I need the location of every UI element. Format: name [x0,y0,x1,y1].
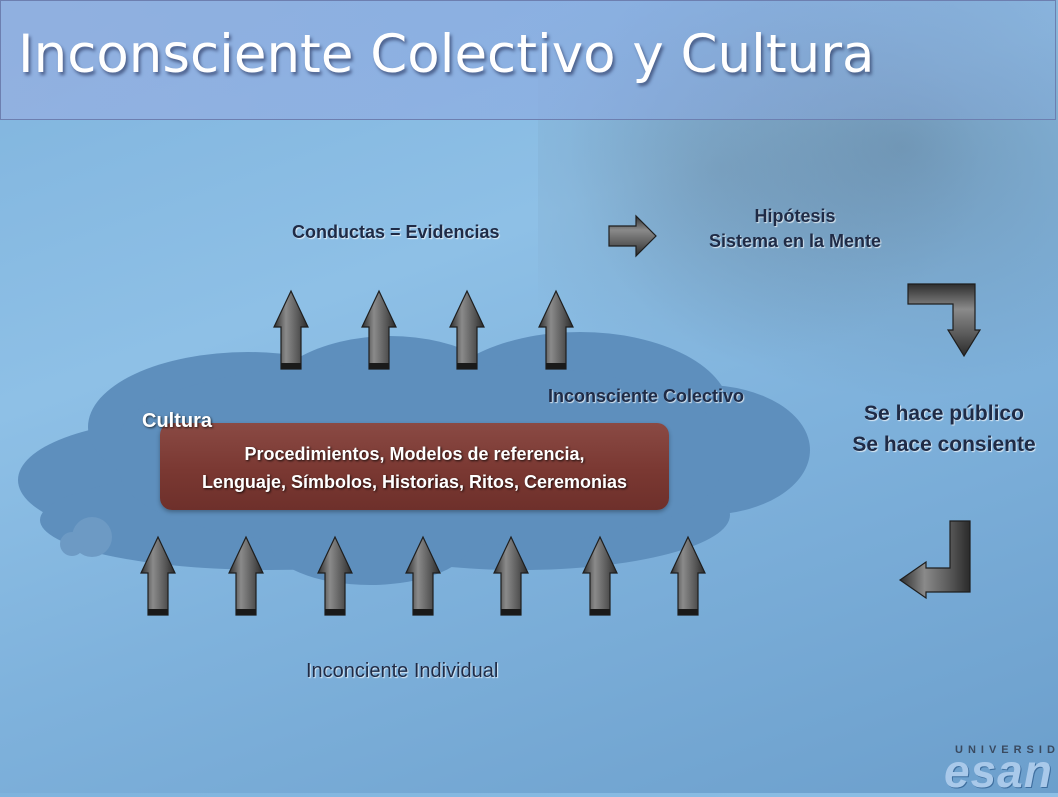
hypothesis-line-1: Hipótesis [754,206,836,226]
hypothesis-label: Hipótesis Sistema en la Mente [680,204,910,254]
public-label: Se hace público Se hace consiente [830,398,1058,460]
university-logo-text: UNIVERSIDAD [955,744,1058,756]
up-arrow-icon [449,290,485,370]
up-arrow-icon [538,290,574,370]
hypothesis-line-2: Sistema en la Mente [708,231,882,251]
public-line-2: Se hace consiente [852,433,1036,456]
culture-title: Cultura [142,410,212,432]
up-arrow-icon [670,536,706,616]
culture-box [160,423,669,510]
up-arrow-icon [582,536,618,616]
public-line-1: Se hace público [864,402,1024,425]
up-arrow-icon [273,290,309,370]
up-arrow-icon [317,536,353,616]
right-arrow-icon [608,214,657,258]
collective-unconscious-label: Inconsciente Colectivo [548,386,745,406]
corner-left-arrow-icon [898,520,971,600]
culture-line-2: Lenguaje, Símbolos, Historias, Ritos, Ce… [201,472,628,492]
culture-line-1: Procedimientos, Modelos de referencia, [244,444,585,464]
up-arrow-icon [493,536,529,616]
culture-description: Procedimientos, Modelos de referencia, L… [160,440,669,496]
corner-down-arrow-icon [907,283,982,358]
esan-logo: esan [944,745,1053,797]
individual-unconscious-label: Inconciente Individual [306,660,499,682]
up-arrow-icon [361,290,397,370]
slide-title: Inconsciente Colectivo y Cultura [18,24,875,85]
up-arrow-icon [140,536,176,616]
title-bar [0,0,1056,120]
up-arrow-icon [228,536,264,616]
up-arrow-icon [405,536,441,616]
behaviors-evidence-label: Conductas = Evidencias [292,222,500,242]
